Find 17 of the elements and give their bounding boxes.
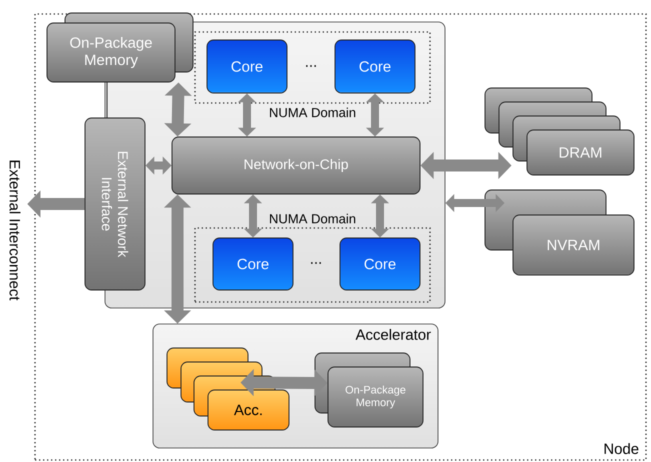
- accelerator-stack: Acc.: [166, 348, 290, 430]
- dram-stack: DRAM: [484, 88, 634, 176]
- side-label: External Interconnect: [10, 160, 20, 300]
- core-box: Core: [206, 40, 288, 94]
- node-label: NUMA Domain: [270, 108, 356, 118]
- core-box: Core: [212, 238, 294, 290]
- memory-stack: On-Package Memory: [314, 352, 424, 428]
- node-label: NUMA Domain: [270, 214, 356, 224]
- ellipsis-label: ...: [306, 65, 316, 67]
- ellipsis-label: ...: [311, 262, 321, 264]
- memory-stack: On-Package Memory: [46, 12, 194, 82]
- connector-line: [106, 82, 108, 118]
- core-box: Core: [334, 40, 416, 94]
- core-box: Core: [340, 238, 420, 290]
- nvram-stack: NVRAM: [484, 190, 634, 276]
- interface-box: External Network Interface: [84, 118, 146, 290]
- network-box: Network-on-Chip: [172, 136, 420, 194]
